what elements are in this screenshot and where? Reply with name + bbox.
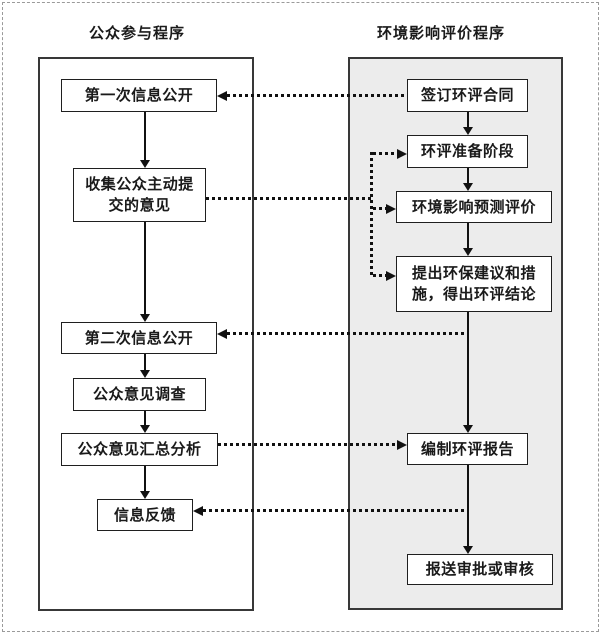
box-first-info-disclosure: 第一次信息公开 xyxy=(61,79,217,112)
box-eia-preparation-stage: 环评准备阶段 xyxy=(407,135,528,168)
box-label: 提出环保建议和措 施，得出环评结论 xyxy=(411,264,536,303)
dotted-stub-to-proposals xyxy=(373,274,386,277)
solid-arrow-down xyxy=(462,168,474,191)
dotted-stub-to-preparation xyxy=(373,152,397,155)
box-label: 编制环评报告 xyxy=(420,439,514,458)
box-label: 签订环评合同 xyxy=(420,86,514,104)
box-label: 公众意见汇总分析 xyxy=(77,440,202,458)
solid-arrow-down xyxy=(462,465,474,554)
dotted-line-to-feedback xyxy=(203,509,468,512)
dotted-branch-vertical-line xyxy=(370,152,373,278)
dotted-line-opinions-to-branch xyxy=(206,197,372,200)
box-impact-prediction-assessment: 环境影响预测评价 xyxy=(396,191,552,223)
box-label: 第二次信息公开 xyxy=(84,328,194,347)
solid-arrow-down xyxy=(139,411,151,433)
box-submit-for-approval: 报送审批或审核 xyxy=(407,554,553,585)
solid-arrow-down xyxy=(139,354,151,378)
solid-arrow-down xyxy=(462,312,474,433)
solid-arrow-down xyxy=(139,222,151,322)
dotted-arrowhead-right-icon xyxy=(397,440,407,450)
box-label: 公众意见调查 xyxy=(92,385,186,403)
box-opinion-summary-analysis: 公众意见汇总分析 xyxy=(61,433,218,466)
box-compile-eia-report: 编制环评报告 xyxy=(407,433,528,465)
dotted-arrowhead-left-icon xyxy=(193,506,203,516)
box-proposals-and-eia-conclusion: 提出环保建议和措 施，得出环评结论 xyxy=(396,256,552,312)
dotted-arrowhead-right-icon xyxy=(397,149,407,159)
dotted-arrowhead-right-icon xyxy=(386,204,396,214)
dotted-stub-to-prediction xyxy=(373,207,386,210)
left-column-title: 公众参与程序 xyxy=(89,24,186,42)
right-column-title: 环境影响评价程序 xyxy=(377,24,506,42)
box-label: 环评准备阶段 xyxy=(420,142,514,160)
box-information-feedback: 信息反馈 xyxy=(97,499,193,531)
box-label: 第一次信息公开 xyxy=(84,86,194,104)
box-label: 报送审批或审核 xyxy=(425,560,535,578)
solid-arrow-down xyxy=(139,112,151,168)
box-public-opinion-survey: 公众意见调查 xyxy=(73,378,206,411)
dotted-arrowhead-right-icon xyxy=(386,271,396,281)
dotted-arrowhead-left-icon xyxy=(217,91,227,101)
box-label: 收集公众主动提 交的意见 xyxy=(85,175,194,214)
dotted-arrowhead-left-icon xyxy=(217,329,227,339)
box-collect-public-opinions: 收集公众主动提 交的意见 xyxy=(73,168,206,222)
dotted-line-contract-to-first-disclosure xyxy=(227,94,407,97)
solid-arrow-down xyxy=(462,112,474,135)
box-label: 信息反馈 xyxy=(113,505,176,524)
solid-arrow-down xyxy=(462,223,474,256)
dotted-line-to-second-disclosure xyxy=(227,332,468,335)
box-label: 环境影响预测评价 xyxy=(411,197,536,216)
box-sign-eia-contract: 签订环评合同 xyxy=(407,79,528,112)
dotted-line-analysis-to-report xyxy=(218,443,397,446)
solid-arrow-down xyxy=(139,466,151,499)
box-second-info-disclosure: 第二次信息公开 xyxy=(61,322,217,354)
